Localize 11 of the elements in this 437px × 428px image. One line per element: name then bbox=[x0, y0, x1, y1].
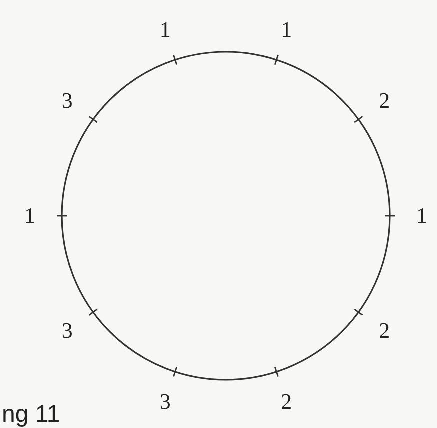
tick-label: 3 bbox=[160, 391, 171, 414]
tick-label: 2 bbox=[281, 391, 292, 414]
tick-label: 1 bbox=[24, 205, 36, 227]
tick-label: 3 bbox=[62, 320, 73, 342]
tick-label: 1 bbox=[416, 205, 428, 227]
figure-caption: ng 11 bbox=[2, 404, 60, 426]
tick-label: 1 bbox=[281, 18, 292, 41]
tick-label: 3 bbox=[62, 90, 73, 112]
tick-label: 1 bbox=[160, 18, 171, 41]
tick-label: 2 bbox=[379, 90, 390, 112]
tick-label: 2 bbox=[379, 320, 390, 342]
